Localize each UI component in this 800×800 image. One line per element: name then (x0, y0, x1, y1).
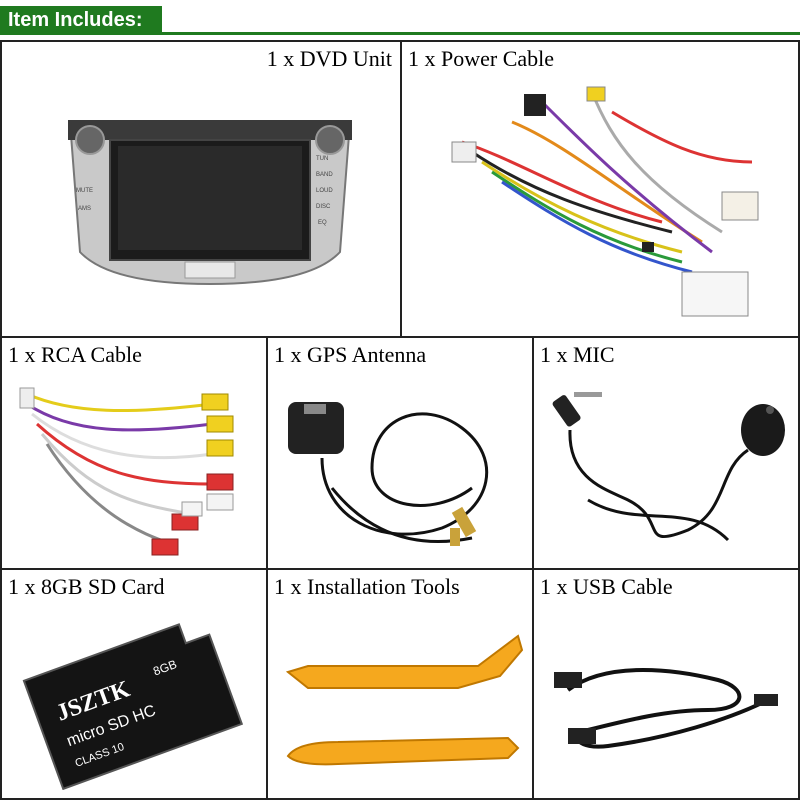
items-grid: 1 x DVD Unit MUTE AMS TUN BAND LOUD DISC… (0, 40, 800, 800)
item-power-cable: 1 x Power Cable (400, 40, 800, 338)
installation-tools-image (285, 634, 524, 766)
item-label: 1 x DVD Unit (266, 46, 392, 71)
item-label: 1 x USB Cable (540, 574, 673, 599)
loud-button-label: LOUD (316, 188, 333, 194)
item-rca-cable: 1 x RCA Cable (0, 336, 268, 570)
item-mic: 1 x MIC (532, 336, 800, 570)
header-bar: Item Includes: (0, 0, 800, 36)
item-dvd-unit: 1 x DVD Unit MUTE AMS TUN BAND LOUD DISC… (0, 40, 402, 338)
mute-button-label: MUTE (76, 188, 93, 194)
header-title: Item Includes: (0, 6, 162, 34)
item-sd-card: 1 x 8GB SD Card JSZTK 8GB micro SD HC CL… (0, 568, 268, 800)
item-label: 1 x Installation Tools (274, 574, 460, 599)
rca-cable-image (19, 387, 234, 556)
mic-image (552, 392, 785, 542)
tun-button-label: TUN (316, 156, 328, 162)
dvd-unit-image: MUTE AMS TUN BAND LOUD DISC EQ (68, 120, 352, 286)
power-cable-image (451, 86, 759, 317)
ams-button-label: AMS (78, 206, 91, 212)
item-label: 1 x RCA Cable (8, 342, 142, 367)
disc-button-label: DISC (316, 204, 331, 210)
item-label: 1 x Power Cable (408, 46, 555, 71)
item-label: 1 x GPS Antenna (274, 342, 427, 367)
header-rule (0, 32, 800, 35)
gps-antenna-image (288, 402, 489, 546)
item-label: 1 x 8GB SD Card (8, 574, 165, 599)
sd-card-image: JSZTK 8GB micro SD HC CLASS 10 (22, 623, 244, 790)
eq-button-label: EQ (318, 220, 327, 226)
item-label: 1 x MIC (540, 342, 615, 367)
usb-cable-image (554, 668, 778, 749)
item-gps-antenna: 1 x GPS Antenna (266, 336, 534, 570)
item-installation-tools: 1 x Installation Tools (266, 568, 534, 800)
item-usb-cable: 1 x USB Cable (532, 568, 800, 800)
band-button-label: BAND (316, 172, 333, 178)
